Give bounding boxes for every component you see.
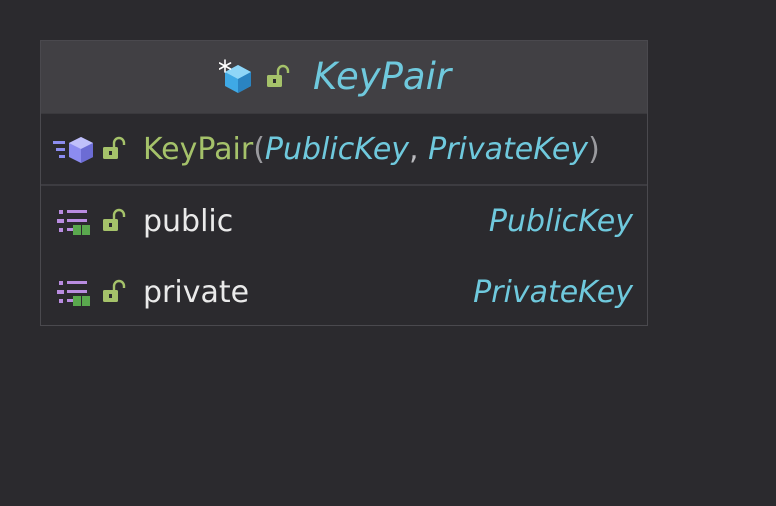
field-row: public PublicKey bbox=[41, 187, 647, 257]
public-lock-icon bbox=[103, 279, 126, 302]
param-type: PublicKey bbox=[264, 132, 410, 167]
field-icon bbox=[57, 281, 90, 306]
open-paren: ( bbox=[253, 132, 265, 167]
constructor-signature: KeyPair(PublicKey, PrivateKey) bbox=[143, 129, 600, 171]
field-icon bbox=[57, 210, 90, 235]
section-divider bbox=[41, 184, 647, 186]
constructor-name: KeyPair bbox=[143, 132, 254, 167]
param-type: PrivateKey bbox=[428, 132, 589, 167]
constructor-row: KeyPair(PublicKey, PrivateKey) bbox=[41, 115, 647, 185]
public-lock-icon bbox=[267, 64, 290, 87]
uml-class-box: KeyPair KeyPair(PublicKey, PrivateKey) bbox=[40, 40, 648, 326]
field-row: private PrivateKey bbox=[41, 258, 647, 328]
field-name: private bbox=[143, 275, 250, 310]
class-icon bbox=[219, 59, 251, 93]
public-lock-icon bbox=[103, 208, 126, 231]
field-type: PublicKey bbox=[488, 204, 633, 239]
public-lock-icon bbox=[103, 136, 126, 159]
field-name: public bbox=[143, 204, 234, 239]
class-name: KeyPair bbox=[313, 55, 452, 98]
field-type: PrivateKey bbox=[473, 275, 633, 310]
param-separator: , bbox=[409, 132, 429, 167]
constructor-icon bbox=[53, 137, 93, 163]
class-header: KeyPair bbox=[41, 41, 647, 114]
close-paren: ) bbox=[588, 132, 600, 167]
